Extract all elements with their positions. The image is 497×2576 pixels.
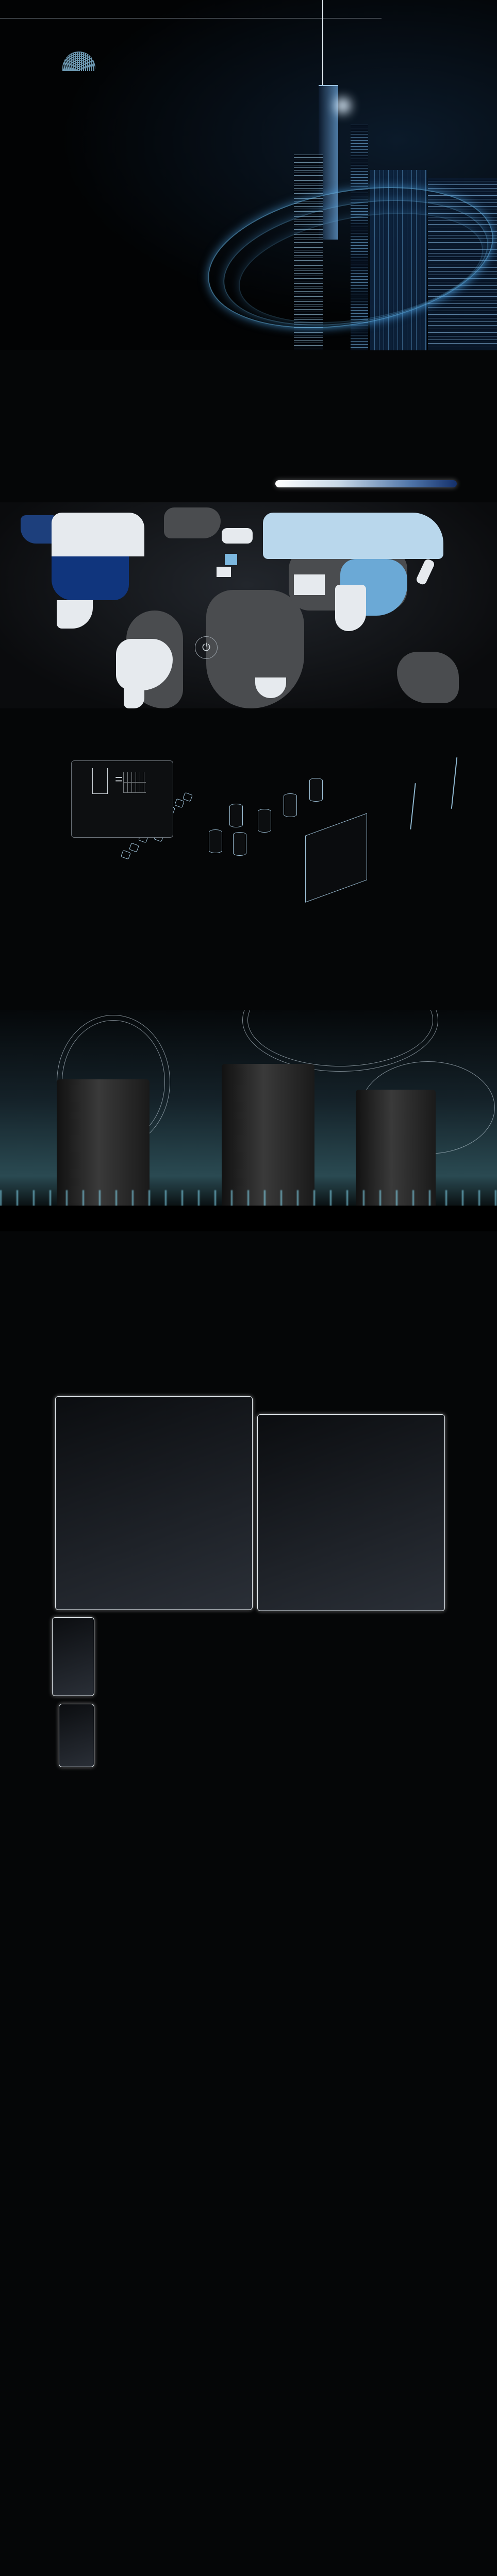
header-divider (0, 18, 382, 19)
treemap-coal (55, 1396, 253, 1610)
treemap-solar-concentrated (59, 1704, 94, 1767)
city-skyline-illustration (196, 0, 497, 350)
argentina-shape[interactable] (124, 685, 144, 708)
efficiency-callout: ⏻ (195, 636, 411, 662)
house-bolt-icon (92, 768, 108, 794)
india-shape[interactable] (335, 585, 366, 631)
treemap-biomass-cofiring (257, 1414, 445, 1611)
map-legend-gradient (275, 480, 457, 487)
mexico-shape[interactable] (57, 600, 93, 629)
world-map (0, 502, 497, 708)
greenland-shape (164, 507, 221, 538)
pellets-icon (123, 772, 146, 793)
spain-shape[interactable] (217, 567, 231, 577)
logo-dome-icon (62, 52, 95, 71)
canada-shape[interactable] (52, 513, 144, 556)
africa-shape (206, 590, 304, 708)
france-shape[interactable] (225, 554, 237, 565)
iran-region-shape (294, 574, 325, 595)
plug-leaf-icon: ⏻ (195, 636, 218, 659)
pellet-household-callout: = (71, 760, 173, 838)
us-shape[interactable] (52, 556, 129, 600)
cooling-towers-illustration (0, 1010, 497, 1231)
hero-section (0, 0, 497, 350)
australia-shape (397, 652, 459, 703)
fuel-comparison-illustration (0, 757, 497, 938)
treemap-geothermal (52, 1617, 94, 1696)
russia-shape[interactable] (263, 513, 443, 559)
japan-shape[interactable] (415, 558, 436, 586)
scandinavia-shape[interactable] (222, 528, 253, 544)
skyharbour-logo[interactable] (30, 52, 128, 73)
alaska-shape (21, 515, 54, 544)
